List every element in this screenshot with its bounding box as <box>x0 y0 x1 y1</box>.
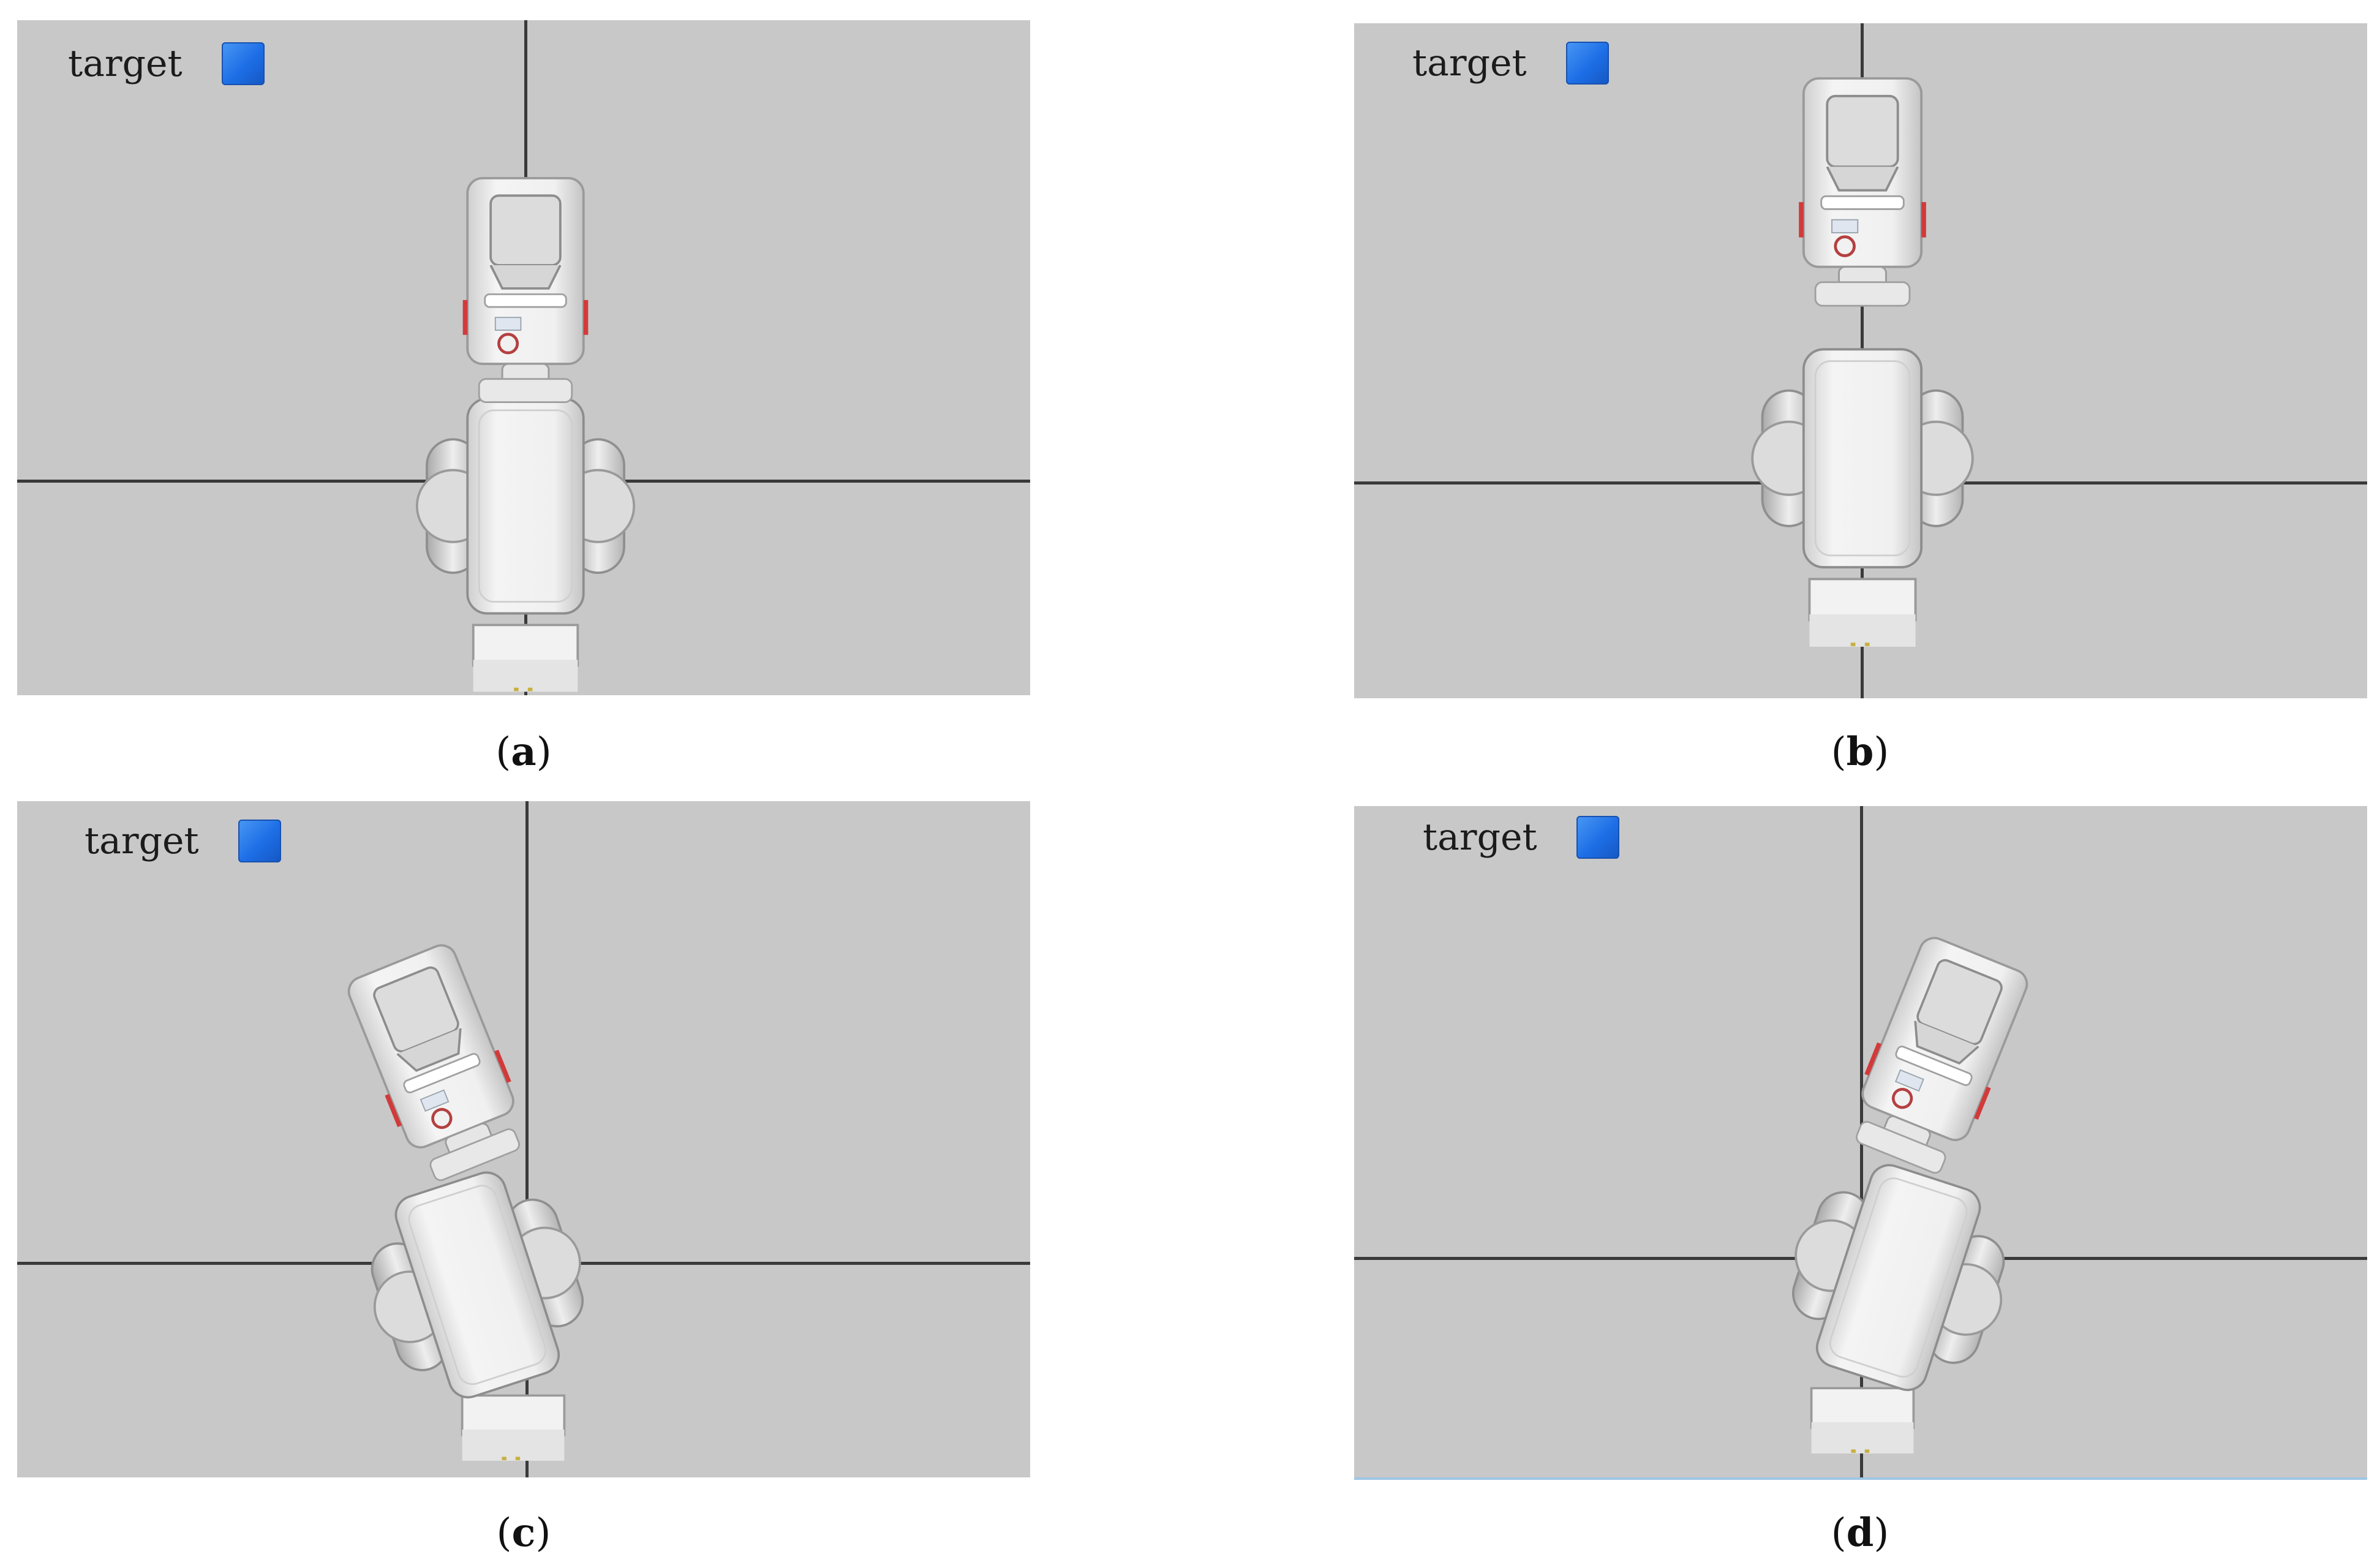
target-legend: target <box>68 42 265 85</box>
viewport-panel-d: target <box>1354 806 2367 1480</box>
target-square-icon <box>238 820 281 862</box>
viewport-panel-a: target <box>17 20 1030 695</box>
target-legend: target <box>1423 816 1619 859</box>
caption-a: (a) <box>495 729 552 775</box>
robot-arm <box>360 936 612 1462</box>
robot-arm <box>1751 78 1974 648</box>
target-square-icon <box>1565 42 1609 85</box>
target-legend: target <box>1412 42 1609 85</box>
target-label: target <box>1423 816 1537 859</box>
target-label: target <box>68 42 183 85</box>
robot-arm <box>415 155 636 693</box>
viewport-panel-b: target <box>1354 23 2367 698</box>
viewport-panel-c: target <box>17 801 1030 1477</box>
robot-arm <box>1764 929 2016 1455</box>
caption-d: (d) <box>1831 1510 1889 1556</box>
target-legend: target <box>85 820 281 862</box>
target-square-icon <box>221 42 265 85</box>
caption-b: (b) <box>1831 729 1889 775</box>
caption-c: (c) <box>496 1510 551 1556</box>
target-square-icon <box>1576 816 1619 859</box>
target-label: target <box>85 820 199 862</box>
vertical-axis-line <box>525 801 529 1477</box>
target-label: target <box>1412 42 1527 85</box>
